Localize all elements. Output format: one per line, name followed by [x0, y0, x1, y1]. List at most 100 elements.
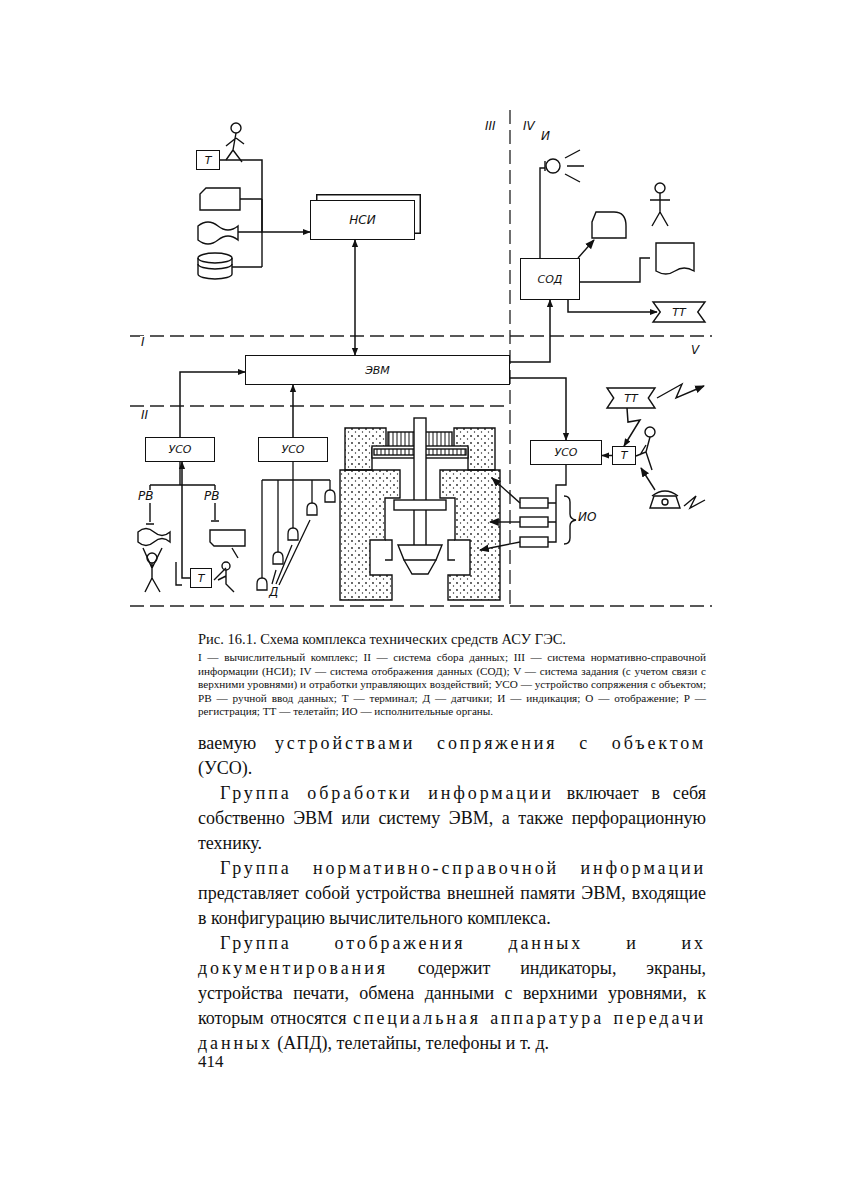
callout-label: РВ [137, 490, 154, 503]
callout-label: ИО [577, 511, 597, 524]
communication [645, 427, 655, 437]
hydro-unit [414, 418, 426, 558]
communication [684, 496, 705, 508]
interface-box: УСО [145, 437, 215, 462]
storage-box: НСИ [310, 200, 415, 240]
input-devices [232, 199, 262, 267]
sensors [262, 462, 330, 480]
hydro-unit [340, 470, 400, 600]
input-devices [198, 253, 232, 263]
paragraph-text: (АПД), телетайпы, телефоны и т. д. [277, 1033, 549, 1053]
teletype-shape [607, 388, 655, 408]
hydro-unit [398, 545, 442, 560]
body-text: ваемую устройствами сопряжения с объекто… [198, 731, 706, 1056]
manual-input [222, 562, 230, 570]
region-borders [130, 405, 510, 406]
input-devices [198, 222, 238, 244]
paragraph: Группа нормативно-справочной информации … [198, 856, 706, 931]
connector [292, 385, 294, 437]
node-label: ЭВМ [365, 365, 390, 376]
node-label: УСО [168, 444, 191, 455]
manual-input [138, 462, 245, 592]
figure-caption: Рис. 16.1. Схема комплекса технических с… [198, 631, 706, 648]
communication [662, 499, 668, 505]
input-devices [200, 188, 240, 210]
figure-key: I — вычислительный комплекс; II — систем… [198, 651, 706, 719]
display-devices [580, 258, 650, 282]
actuators [480, 542, 520, 550]
actuators [564, 496, 576, 544]
sensors [272, 520, 310, 585]
hydro-unit [440, 470, 500, 600]
display-devices [592, 212, 626, 238]
terminal-box: Т [196, 150, 220, 170]
manual-input [138, 529, 170, 546]
page-number: 414 [198, 1052, 224, 1072]
interface-box: УСО [258, 437, 328, 462]
input-devices [226, 133, 244, 162]
communication [636, 437, 652, 470]
node-label: Т [205, 155, 212, 166]
communication [650, 496, 680, 508]
hydro-unit [404, 560, 436, 574]
hydro-unit [340, 418, 500, 600]
sensors [307, 503, 317, 515]
display-devices [544, 161, 545, 171]
node-label: СОД [538, 274, 563, 285]
paragraph: Группа отображения данных и их документи… [198, 931, 706, 1056]
actuators [548, 465, 566, 542]
connector [220, 160, 310, 232]
node-label: Т [621, 450, 628, 461]
communication [652, 491, 678, 496]
actuators [490, 521, 520, 522]
teletype-shape [653, 302, 705, 322]
node-label: НСИ [349, 214, 375, 226]
terminal-box: Т [190, 568, 212, 588]
emphasis-text: устройствами сопряжения с объектом [275, 733, 706, 753]
callout-label: РВ [203, 490, 220, 503]
region-borders [130, 605, 712, 606]
paragraph-text: (УСО). [198, 758, 252, 778]
region-borders [130, 335, 712, 336]
node-label: ТТ [672, 307, 685, 318]
emphasis-text: Группа нормативно-справочной информации [220, 858, 706, 878]
connector [180, 372, 245, 437]
actuators [520, 498, 548, 508]
paragraph-text: ваемую [198, 733, 256, 753]
input-devices [198, 258, 232, 279]
region-borders [130, 110, 712, 606]
sensors [273, 552, 283, 564]
sensors [257, 462, 335, 590]
teletype-box: ТТ [653, 302, 705, 322]
connector [510, 300, 550, 362]
actuators [480, 465, 576, 550]
input-devices [198, 264, 232, 269]
manual-input [143, 548, 162, 592]
region-number: V [690, 344, 700, 357]
display-devices [540, 168, 545, 258]
callout-label: И [540, 130, 551, 143]
sensors [325, 490, 335, 502]
node-label: Т [198, 573, 205, 584]
hydro-unit [394, 500, 446, 510]
teletype-box: ТТ [607, 388, 655, 408]
manual-input [218, 570, 234, 592]
connector [182, 462, 190, 578]
paragraph: ваемую устройствами сопряжения с объекто… [198, 731, 706, 781]
region-number: II [140, 409, 149, 422]
sensors [288, 528, 298, 540]
actuators [492, 478, 520, 503]
display-devices [656, 243, 694, 274]
paragraph-text: представляет собой устройства внешней па… [198, 883, 706, 928]
communication [641, 468, 655, 490]
region-number: III [484, 120, 497, 133]
region-number: IV [522, 120, 536, 133]
communication [657, 384, 704, 398]
hydro-unit [385, 540, 455, 560]
terminal-box: Т [612, 446, 636, 465]
paragraph: Группа обработки информации включает в с… [198, 781, 706, 856]
connector [624, 408, 640, 446]
display-devices [565, 150, 584, 182]
callout-label: Д [268, 586, 279, 599]
node-label: ТТ [624, 393, 637, 404]
